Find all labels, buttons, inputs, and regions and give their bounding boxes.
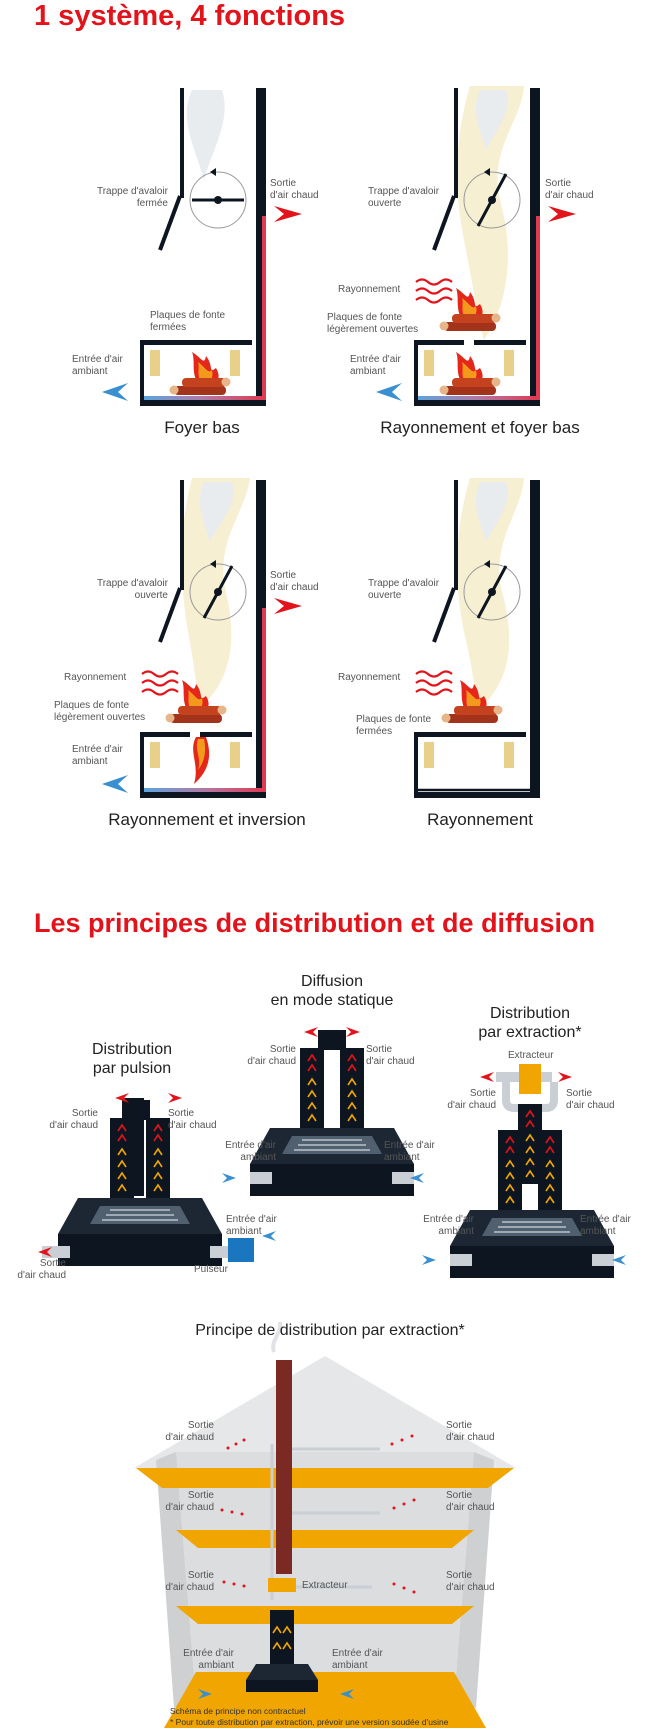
statique-sortie-left: Sortie d'air chaud — [247, 1044, 296, 1067]
extraction-entree-left: Entrée d'air ambiant — [423, 1214, 474, 1237]
statique-title: Diffusion en mode statique — [270, 973, 394, 1009]
p2-sortie-label: Sortie d'air chaud — [545, 178, 594, 201]
extraction-entree-right: Entrée d'air ambiant — [580, 1214, 631, 1237]
p1-sortie-label: Sortie d'air chaud — [270, 178, 319, 201]
pulsion-sortie-bottom: Sortie d'air chaud — [17, 1258, 66, 1281]
statique-entree-left: Entrée d'air ambiant — [225, 1140, 276, 1163]
p3-trappe-label: Trappe d'avaloir ouverte — [96, 578, 168, 601]
p4-rayonnement-label: Rayonnement — [338, 672, 401, 683]
p2-caption: Rayonnement et foyer bas — [380, 418, 580, 437]
p3-entree-label: Entrée d'air ambiant — [72, 744, 123, 767]
pulsion-sortie-right: Sortie d'air chaud — [168, 1108, 217, 1131]
house-sortie-r1: Sortie d'air chaud — [446, 1420, 495, 1443]
pulsion-pulseur: Pulseur — [194, 1264, 228, 1275]
house-entree-right: Entrée d'air ambiant — [332, 1648, 383, 1671]
function-diagrams — [102, 86, 576, 798]
house-sortie-r2: Sortie d'air chaud — [446, 1490, 495, 1513]
pulsion-title: Distribution par pulsion — [91, 1041, 173, 1077]
note-line-2: * Pour toute distribution par extraction… — [170, 1717, 449, 1727]
p2-rayonnement-label: Rayonnement — [338, 284, 401, 295]
p4-caption: Rayonnement — [427, 810, 533, 829]
p3-plaques-label: Plaques de fonte légèrement ouvertes — [54, 700, 146, 723]
pulsion-entree: Entrée d'air ambiant — [226, 1214, 277, 1237]
panel-rayonnement — [414, 478, 540, 798]
p4-plaques-label: Plaques de fonte fermées — [356, 714, 432, 737]
p2-trappe-label: Trappe d'avaloir ouverte — [368, 186, 440, 209]
statique-entree-right: Entrée d'air ambiant — [384, 1140, 435, 1163]
p2-entree-label: Entrée d'air ambiant — [350, 354, 401, 377]
house-sortie-l3: Sortie d'air chaud — [165, 1570, 214, 1593]
pulsion-sortie-left: Sortie d'air chaud — [49, 1108, 98, 1131]
note-line-1: Schéma de principe non contractuel — [170, 1706, 306, 1716]
p3-caption: Rayonnement et inversion — [108, 810, 306, 829]
extraction-sortie-left: Sortie d'air chaud — [447, 1088, 496, 1111]
panel-rayonnement-inversion — [102, 478, 302, 798]
title-distribution: Les principes de distribution et de diff… — [34, 908, 596, 938]
diagram-house — [134, 1321, 516, 1728]
diagram-statique — [222, 1027, 424, 1197]
panel-rayonnement-foyer-bas — [376, 86, 576, 406]
p1-trappe-label: Trappe d'avaloir fermée — [96, 186, 168, 209]
p1-caption: Foyer bas — [164, 418, 240, 437]
diagram-pulsion — [38, 1093, 276, 1267]
statique-sortie-right: Sortie d'air chaud — [366, 1044, 415, 1067]
house-extracteur: Extracteur — [302, 1580, 348, 1591]
house-sortie-l1: Sortie d'air chaud — [165, 1420, 214, 1443]
panel-foyer-bas — [102, 88, 302, 406]
extraction-sortie-right: Sortie d'air chaud — [566, 1088, 615, 1111]
extraction-principle-title: Principe de distribution par extraction* — [195, 1322, 465, 1339]
p4-trappe-label: Trappe d'avaloir ouverte — [368, 578, 440, 601]
house-sortie-r3: Sortie d'air chaud — [446, 1570, 495, 1593]
p3-rayonnement-label: Rayonnement — [64, 672, 127, 683]
p2-plaques-label: Plaques de fonte légèrement ouvertes — [327, 312, 419, 335]
house-entree-left: Entrée d'air ambiant — [183, 1648, 234, 1671]
house-sortie-l2: Sortie d'air chaud — [165, 1490, 214, 1513]
title-system: 1 système, 4 fonctions — [34, 0, 346, 32]
p3-sortie-label: Sortie d'air chaud — [270, 570, 319, 593]
p1-plaques-label: Plaques de fonte fermées — [150, 310, 226, 333]
extraction-extracteur: Extracteur — [508, 1050, 554, 1061]
p1-entree-label: Entrée d'air ambiant — [72, 354, 123, 377]
extraction-title: Distribution par extraction* — [478, 1005, 582, 1041]
diagram-extraction — [422, 1064, 626, 1279]
